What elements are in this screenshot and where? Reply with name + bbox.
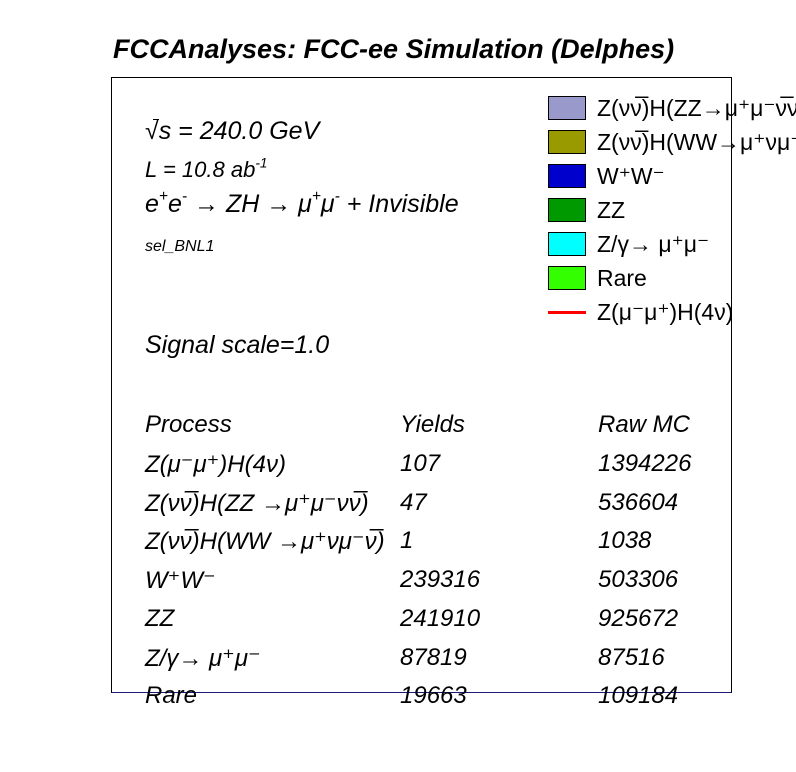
table-cell-process: W⁺W⁻ [145,567,216,595]
table-cell-process: Rare [145,682,198,710]
table-cell-raw-mc: 1394226 [598,450,692,477]
table-cell-process: Z/γ→ μ⁺μ⁻ [145,644,261,672]
table-cell-yield: 47 [400,488,427,516]
legend-line-marker [548,311,586,314]
chart-title: FCCAnalyses: FCC-ee Simulation (Delphes) [113,34,675,64]
legend-color-swatch [548,266,586,290]
table-cell-process: Z(νν̅)H(WW →μ⁺νμ⁻ν̅) [145,528,385,556]
table-cell-process: ZZ [145,604,175,632]
energy-label: √s = 240.0 GeV [145,117,320,145]
legend-label: Z(νν̅)H(WW→μ⁺νμ⁻ν̅) [597,129,796,155]
table-cell-process: Z(νν̅)H(ZZ →μ⁺μ⁻νν̅) [145,489,369,517]
legend-label: ZZ [597,197,626,223]
legend-label: Z(μ⁻μ⁺)H(4ν) [597,299,734,325]
legend-label: Z/γ→ μ⁺μ⁻ [597,231,710,257]
table-cell-raw-mc: 1038 [598,527,652,555]
process-label: e+e- → ZH → μ+μ- + Invisible [145,188,459,218]
legend-label: Z(νν̅)H(ZZ→μ⁺μ⁻ν̅ν) [597,95,796,121]
table-cell-yield: 239316 [400,566,481,594]
legend-color-swatch [548,232,586,256]
table-cell-raw-mc: 925672 [598,604,679,632]
selection-label: sel_BNL1 [145,238,215,255]
table-cell-yield: 1 [400,527,414,555]
legend-label: W⁺W⁻ [597,163,665,189]
table-cell-yield: 241910 [400,604,481,632]
plot-frame [111,77,732,693]
legend-color-swatch [548,96,586,120]
legend-color-swatch [548,164,586,188]
table-cell-yield: 19663 [400,682,467,710]
luminosity-label: L = 10.8 ab-1 [145,155,268,182]
column-header-process: Process [145,411,232,438]
signal-scale-label: Signal scale=1.0 [145,331,330,359]
table-cell-process: Z(μ⁻μ⁺)H(4ν) [145,451,286,478]
table-cell-raw-mc: 503306 [598,566,679,594]
table-cell-raw-mc: 109184 [598,682,679,710]
legend-label: Rare [597,265,647,291]
table-cell-raw-mc: 87516 [598,643,665,671]
legend-color-swatch [548,198,586,222]
column-header-raw-mc: Raw MC [598,411,691,438]
table-cell-raw-mc: 536604 [598,488,679,516]
column-header-yields: Yields [400,411,465,438]
table-cell-yield: 87819 [400,643,467,671]
legend-color-swatch [548,130,586,154]
table-cell-yield: 107 [400,450,441,477]
